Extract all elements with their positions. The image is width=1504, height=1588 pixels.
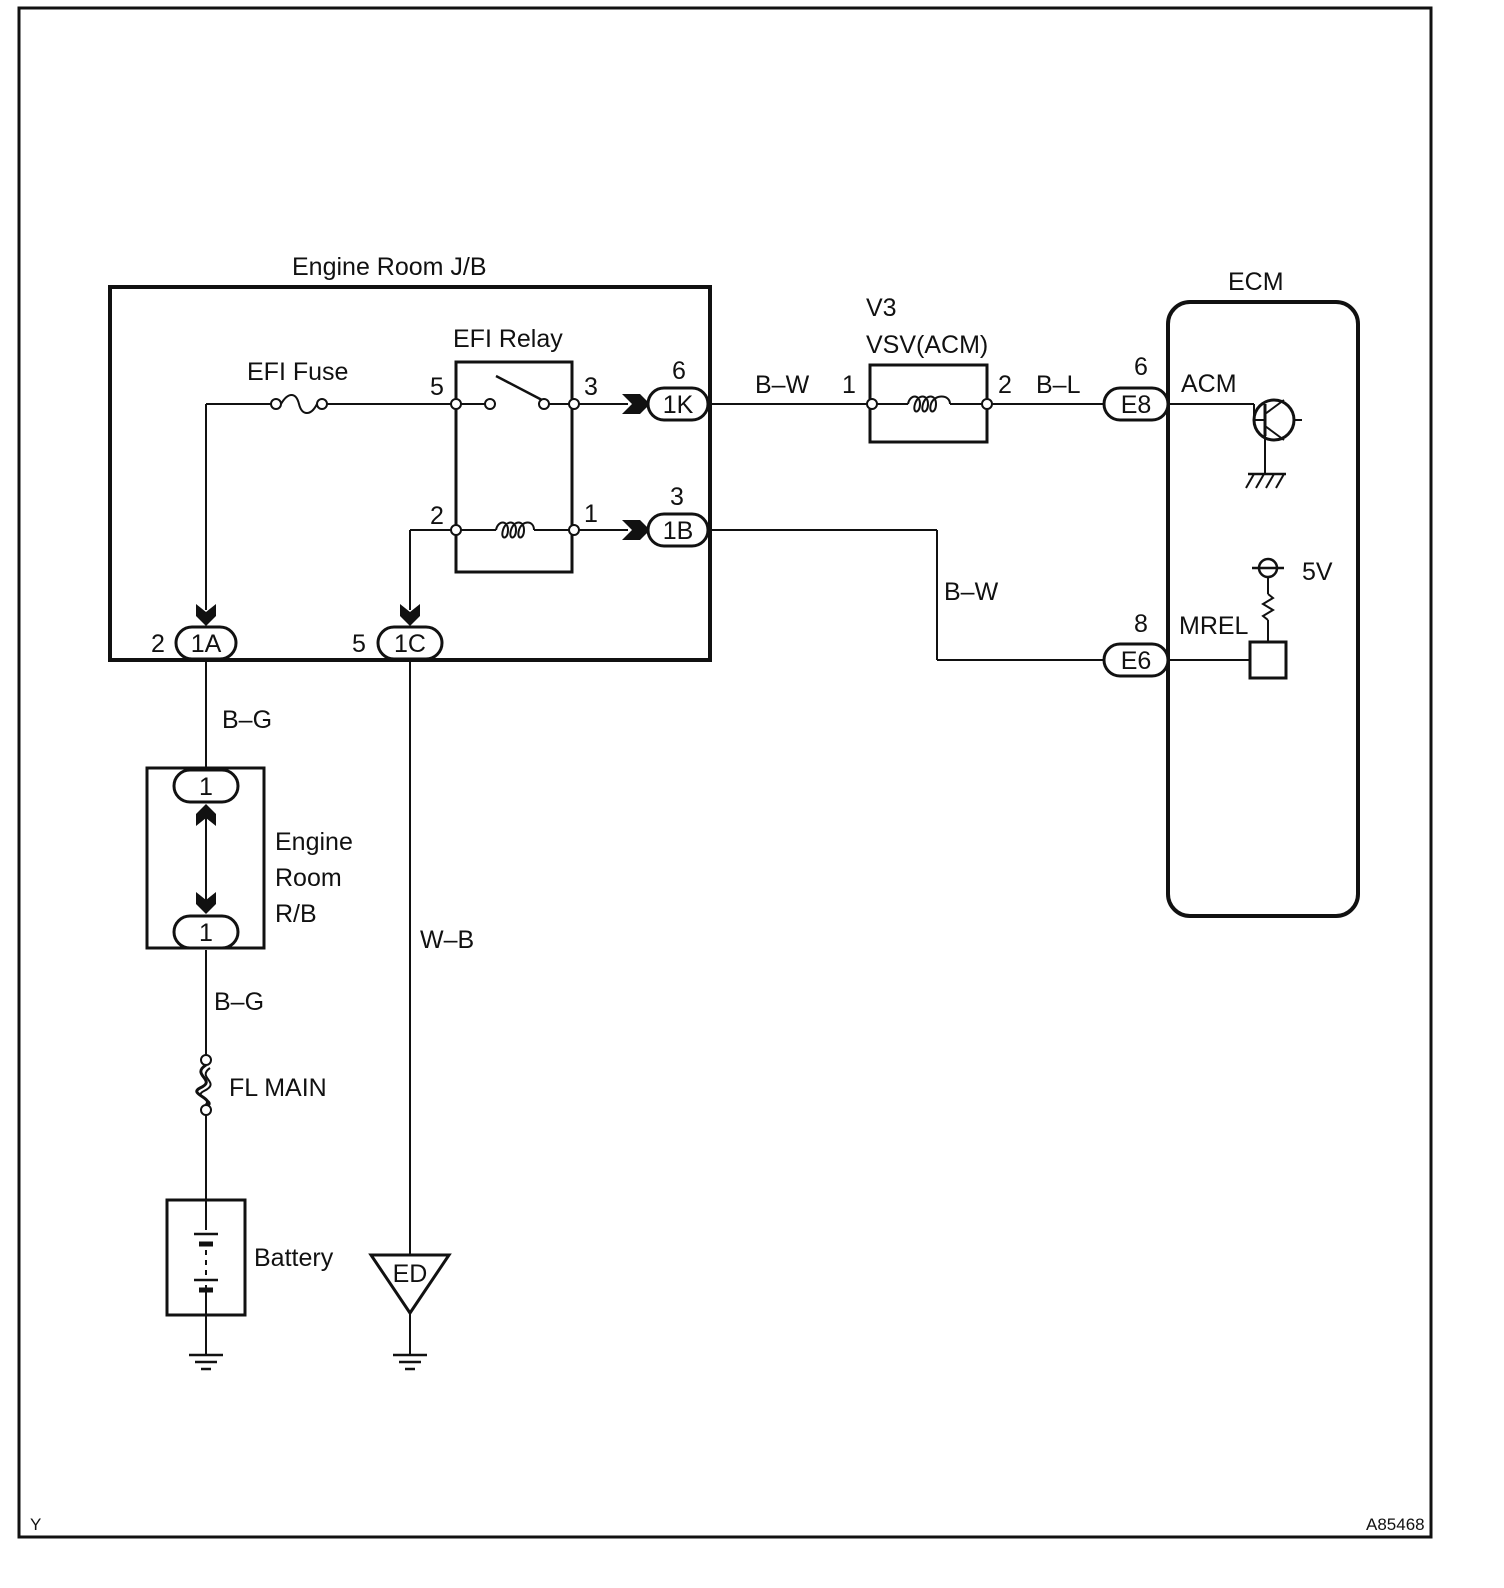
pin-1c: 5 <box>352 630 366 658</box>
chassis-ground-icon <box>1245 472 1286 489</box>
relay-pin-2: 2 <box>430 502 444 530</box>
wire-bg-top: B–G <box>222 706 272 734</box>
connector-e6-label: E6 <box>1121 647 1152 675</box>
battery-icon <box>194 1232 218 1293</box>
connector-rb-top-label: 1 <box>199 773 213 801</box>
relay-coil-icon <box>495 521 535 539</box>
connector-1k <box>646 386 710 422</box>
efi-relay-box <box>454 360 574 574</box>
relay-terminals <box>450 398 580 536</box>
vsv-pin-1: 1 <box>842 371 856 399</box>
transistor-icon <box>1252 398 1302 474</box>
connector-1b-label: 1B <box>663 517 694 545</box>
connector-1c-label: 1C <box>394 630 426 658</box>
connector-rb-bottom-label: 1 <box>199 919 213 947</box>
efi-relay-label: EFI Relay <box>453 325 563 353</box>
rb-label-line3: R/B <box>275 900 317 928</box>
page-frame <box>17 6 1433 1539</box>
ecm-box <box>1166 300 1360 918</box>
vsv-coil-icon <box>907 395 951 413</box>
rb-label-line1: Engine <box>275 828 353 856</box>
rb-label-line2: Room <box>275 864 342 892</box>
efi-fuse-label: EFI Fuse <box>247 358 348 386</box>
relay-pin-5: 5 <box>430 373 444 401</box>
relay-switch <box>484 374 550 410</box>
relay-pin-3: 3 <box>584 373 598 401</box>
engine-room-jb-label: Engine Room J/B <box>292 253 487 281</box>
ecm-terminal-acm: ACM <box>1181 370 1237 398</box>
arrow-1a-icon <box>196 604 216 626</box>
ecm-label: ECM <box>1228 268 1284 296</box>
connector-rb-top <box>172 768 240 804</box>
pin-1a: 2 <box>151 630 165 658</box>
efi-fuse-symbol <box>270 394 328 414</box>
fl-main-label: FL MAIN <box>229 1074 327 1102</box>
ground-point-ed-icon <box>368 1253 452 1316</box>
figure-id: A85468 <box>1366 1515 1425 1534</box>
connector-1b <box>646 512 710 548</box>
pin-1b: 3 <box>670 483 684 511</box>
battery-ground-icon <box>187 1353 225 1371</box>
wire-bw-right: B–W <box>944 578 999 606</box>
battery-box <box>165 1198 247 1317</box>
arrow-rb-up-icon <box>196 804 216 826</box>
ecm-terminal-5v: 5V <box>1302 558 1333 586</box>
pin-e8: 6 <box>1134 353 1148 381</box>
wire-bg-bottom: B–G <box>214 988 264 1016</box>
arrow-1c-icon <box>400 604 420 626</box>
wire-bl: B–L <box>1036 371 1081 399</box>
ground-point-ed-label: ED <box>393 1260 428 1288</box>
vsv-name: VSV(ACM) <box>866 331 988 359</box>
ed-ground-icon <box>391 1353 429 1371</box>
pin-1k: 6 <box>672 357 686 385</box>
connector-e8-label: E8 <box>1121 391 1152 419</box>
pin-e6: 8 <box>1134 610 1148 638</box>
footer-left-code: Y <box>30 1515 41 1534</box>
connector-1a <box>174 625 238 661</box>
battery-label: Battery <box>254 1244 334 1272</box>
mrel-driver-box <box>1248 640 1288 680</box>
arrow-1k-icon <box>622 394 650 414</box>
wire-wb: W–B <box>420 926 474 954</box>
wires <box>205 403 1254 1355</box>
connector-1a-label: 1A <box>191 630 222 658</box>
connector-1c <box>376 625 444 661</box>
arrow-1b-icon <box>622 520 650 540</box>
connector-e6 <box>1102 642 1170 678</box>
vsv-pin-2: 2 <box>998 371 1012 399</box>
arrow-rb-down-icon <box>196 892 216 914</box>
vcc-5v-icon <box>1252 557 1284 642</box>
connector-rb-bottom <box>172 914 240 950</box>
wire-bw-top: B–W <box>755 371 810 399</box>
ecm-terminal-mrel: MREL <box>1179 612 1249 640</box>
connector-1k-label: 1K <box>663 391 694 419</box>
fl-main-fusible-link-icon <box>195 1054 212 1116</box>
vsv-id: V3 <box>866 294 897 322</box>
connector-e8 <box>1102 386 1170 422</box>
relay-pin-1: 1 <box>584 500 598 528</box>
